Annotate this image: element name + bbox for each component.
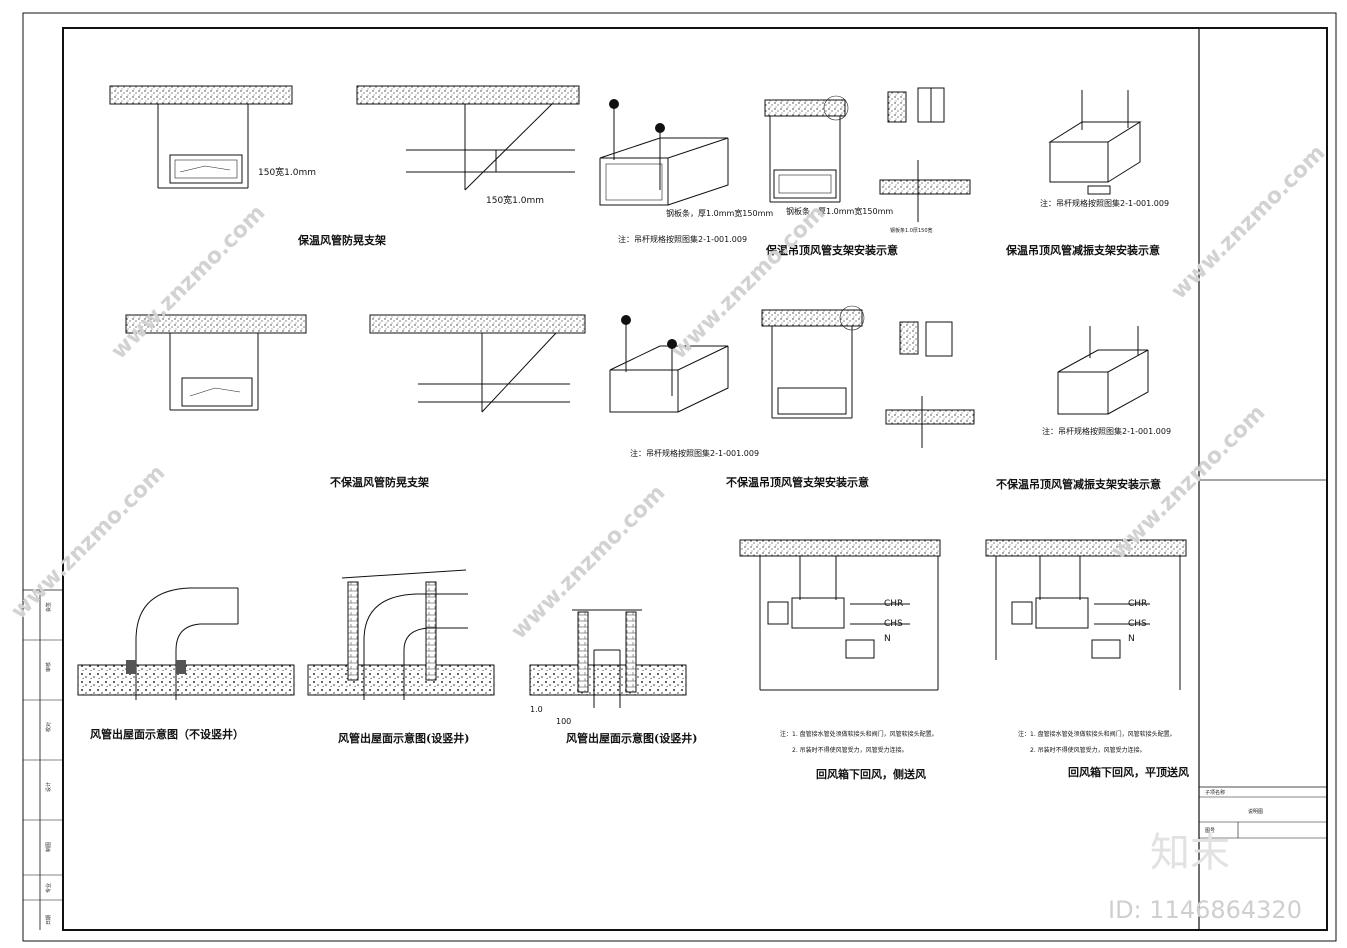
spacer-label-a: 150宽1.0mm <box>258 166 316 178</box>
note-std-1: 注：吊杆规格按照图集2-1-001.009 <box>618 234 747 244</box>
logo-watermark: 知末 <box>1150 830 1230 876</box>
chr-label-b: CHR <box>1128 599 1147 609</box>
svg-text:会签: 会签 <box>45 602 52 612</box>
n-label-a: N <box>884 634 891 644</box>
detail-insulated-hanger-a: 150宽1.0mm <box>109 85 316 189</box>
title-insulated-damping: 保温吊顶风管减振支架安装示意 <box>1005 243 1160 257</box>
watermark-layer: www.znzmo.com www.znzmo.com www.znzmo.co… <box>7 140 1331 924</box>
chs-label-b: CHS <box>1128 619 1147 629</box>
detail-fan-coil-side: CHR CHS N <box>739 539 941 691</box>
detail-joint-b <box>885 321 975 448</box>
note-std-3: 注：吊杆规格按照图集2-1-001.009 <box>630 448 759 458</box>
title-uninsulated-hanger: 不保温吊顶风管支架安装示意 <box>726 475 869 489</box>
detail-uninsulated-iso: 注：吊杆规格按照图集2-1-001.009 <box>609 315 759 458</box>
detail-roof-shaft-b: 1.0 100 <box>529 609 687 726</box>
notes-b-1: 注：1. 盘管接水管处须做软接头和阀门，风管软接头配置。 <box>1018 730 1176 738</box>
note-std-4: 注：吊杆规格按照图集2-1-001.009 <box>1042 426 1171 436</box>
title-return-top: 回风箱下回风，平顶送风 <box>1068 765 1189 779</box>
id-watermark: ID: 1146864320 <box>1108 896 1302 924</box>
outer-frame <box>22 12 1337 942</box>
svg-text:www.znzmo.com: www.znzmo.com <box>7 460 171 624</box>
detail-joint-a: 钢板条1.0厚150宽 <box>879 87 971 234</box>
strip-right-label: 钢板条1.0厚150宽 <box>890 227 933 234</box>
svg-text:www.znzmo.com: www.znzmo.com <box>1167 140 1331 304</box>
svg-text:制图: 制图 <box>45 842 52 852</box>
svg-text:校对: 校对 <box>45 722 52 732</box>
svg-text:专业: 专业 <box>45 883 52 893</box>
title-insulated-hanger: 保温吊顶风管支架安装示意 <box>765 243 898 257</box>
chs-label-a: CHS <box>884 619 903 629</box>
detail-uninsulated-ceiling <box>761 305 865 419</box>
notes-a-2: 2. 吊装时不得使风管受力，风管受力连接。 <box>792 746 908 754</box>
detail-uninsulated-damping: 注：吊杆规格按照图集2-1-001.009 <box>1042 326 1171 436</box>
detail-fan-coil-top: CHR CHS N <box>985 539 1187 690</box>
title-block-number: 图号 <box>1205 828 1215 834</box>
detail-roof-shaft-a <box>307 569 495 700</box>
title-roof-shaft-a: 风管出屋面示意图(设竖井) <box>338 731 469 745</box>
note-std-2: 注：吊杆规格按照图集2-1-001.009 <box>1040 198 1169 208</box>
steel-strip-a: 钢板条，厚1.0mm宽150mm <box>666 208 773 218</box>
title-uninsulated-prevent: 不保温风管防晃支架 <box>330 475 429 489</box>
detail-insulated-iso: 钢板条，厚1.0mm宽150mm 注：吊杆规格按照图集2-1-001.009 <box>599 99 773 244</box>
notes-b-2: 2. 吊装时不得使风管受力，风管受力连接。 <box>1030 746 1146 754</box>
inner-frame <box>62 27 1328 931</box>
dim-label-a: 1.0 <box>530 705 543 714</box>
title-roof-no-shaft: 风管出屋面示意图（不设竖井） <box>90 727 244 741</box>
detail-insulated-damping: 注：吊杆规格按照图集2-1-001.009 <box>1040 90 1169 208</box>
dim-label-b: 100 <box>556 717 571 726</box>
n-label-b: N <box>1128 634 1135 644</box>
svg-text:日期: 日期 <box>46 915 52 925</box>
svg-text:设计: 设计 <box>45 782 52 792</box>
svg-text:审核: 审核 <box>45 662 52 672</box>
svg-text:www.znzmo.com: www.znzmo.com <box>107 200 271 364</box>
detail-insulated-ceiling: 钢板条，厚1.0mm宽150mm <box>764 95 893 216</box>
title-insulated-prevent: 保温风管防晃支架 <box>297 233 386 247</box>
detail-insulated-hanger-b: 150宽1.0mm <box>356 85 580 206</box>
detail-roof-no-shaft <box>77 587 295 700</box>
sign-strip: 会签 审核 校对 设计 制图 专业 日期 <box>23 589 63 930</box>
title-uninsulated-damping: 不保温吊顶风管减振支架安装示意 <box>996 477 1161 491</box>
title-return-side: 回风箱下回风，侧送风 <box>816 767 926 781</box>
notes-a-1: 注：1. 盘管接水管处须做软接头和阀门，风管软接头配置。 <box>780 730 938 738</box>
title-roof-shaft-b: 风管出屋面示意图(设竖井) <box>566 731 697 745</box>
detail-uninsulated-hanger-b <box>369 314 586 413</box>
title-block-drawing-name: 说明图 <box>1248 808 1263 815</box>
spacer-label-b: 150宽1.0mm <box>486 194 544 206</box>
svg-text:www.znzmo.com: www.znzmo.com <box>667 200 831 364</box>
steel-strip-b: 钢板条，厚1.0mm宽150mm <box>786 206 893 216</box>
detail-uninsulated-hanger-a <box>125 314 307 411</box>
title-block-project: 子项名称 <box>1205 789 1225 796</box>
chr-label-a: CHR <box>884 599 903 609</box>
